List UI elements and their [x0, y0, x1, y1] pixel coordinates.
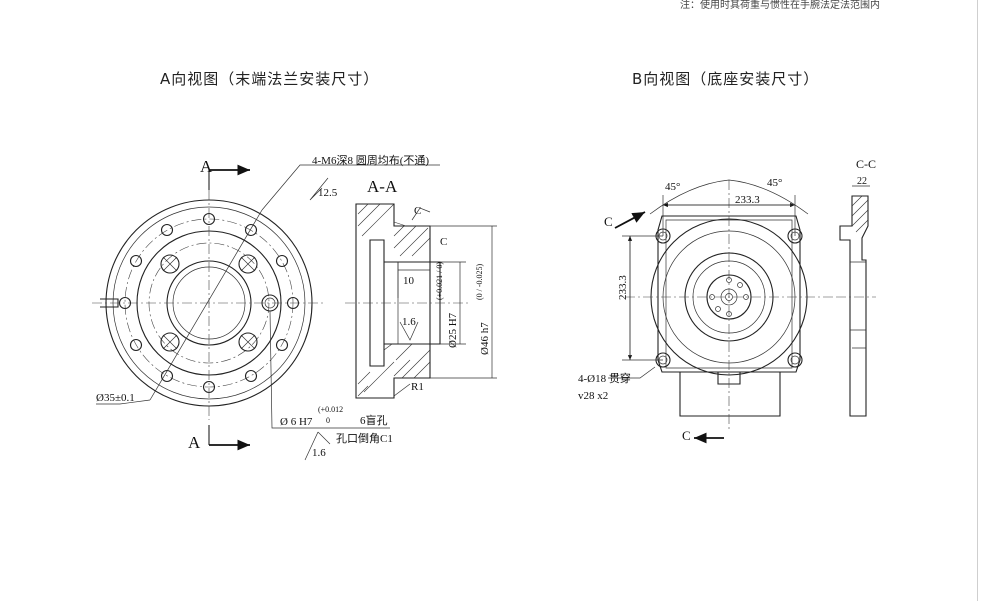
angle-left: 45°: [665, 181, 680, 193]
hole-note-2: v28 x2: [578, 390, 608, 402]
page-edge-rule: [977, 0, 978, 601]
roughness-12-5: 12.5: [318, 187, 338, 199]
section-hatching: [357, 203, 431, 397]
hole-note-1: 4-Ø18 贯穿: [578, 371, 631, 385]
chamfer-note: 孔口倒角C1: [336, 432, 393, 445]
chamfer-mark-mid: C: [440, 236, 447, 248]
section-cc-view: C-C 22: [836, 157, 876, 417]
width-dim: 233.3: [735, 194, 760, 206]
pin-hole-dim: Ø 6 H7: [280, 416, 313, 428]
section-arrow-label-bottom: A: [188, 433, 201, 452]
outer-tol: (0 / -0.025): [475, 263, 484, 300]
section-arrow-label-top: A: [200, 157, 213, 176]
roughness-1-6-bottom: 1.6: [312, 447, 326, 459]
section-arrow-label-b-top: C: [604, 214, 613, 229]
section-title-cc: C-C: [856, 157, 876, 171]
base-view: 233.3 233.3 45° 45° C C 4-Ø18 贯穿 v28 x2: [578, 177, 835, 444]
height-dim: 233.3: [617, 275, 629, 300]
dim-22: 22: [857, 176, 867, 187]
threaded-holes: [160, 254, 258, 352]
chamfer-mark-top: C: [414, 205, 421, 217]
section-arrow-label-b-bottom: C: [682, 428, 691, 443]
base-small-holes: [709, 277, 749, 317]
radius-note: R1: [411, 381, 424, 393]
pin-hole-tol-up: (+0.012: [318, 405, 343, 414]
outer-dim: Ø46 h7: [479, 322, 491, 355]
angle-right: 45°: [767, 177, 782, 189]
header-note: 注：使用时其荷重与惯性在手腕法定法范围内: [680, 0, 880, 11]
view-b-title: B向视图（底座安装尺寸）: [632, 70, 820, 88]
roughness-bore: 1.6: [402, 316, 416, 328]
pin-hole-tol-low: 0: [326, 416, 330, 425]
view-a-title: A向视图（末端法兰安装尺寸）: [160, 70, 380, 88]
bolt-circle-dim: Ø35±0.1: [96, 392, 135, 404]
flange-section-view: A-A 10 1.6 Ø25 H7 (+0.021 / 0) Ø46 h7 (0…: [345, 177, 497, 399]
bore-tol: (+0.021 / 0): [435, 262, 444, 300]
pin-hole-suffix: 6盲孔: [360, 413, 388, 427]
section-title-aa: A-A: [367, 177, 398, 196]
bore-dim: Ø25 H7: [447, 312, 459, 348]
thread-note: 4-M6深8 圆周均布(不通): [312, 154, 429, 167]
depth-dim: 10: [403, 275, 415, 287]
flange-front-view: A A 4-M6深8 圆周均布(不通) 12.5 Ø35±0.1 Ø 6 H7 …: [92, 154, 440, 461]
